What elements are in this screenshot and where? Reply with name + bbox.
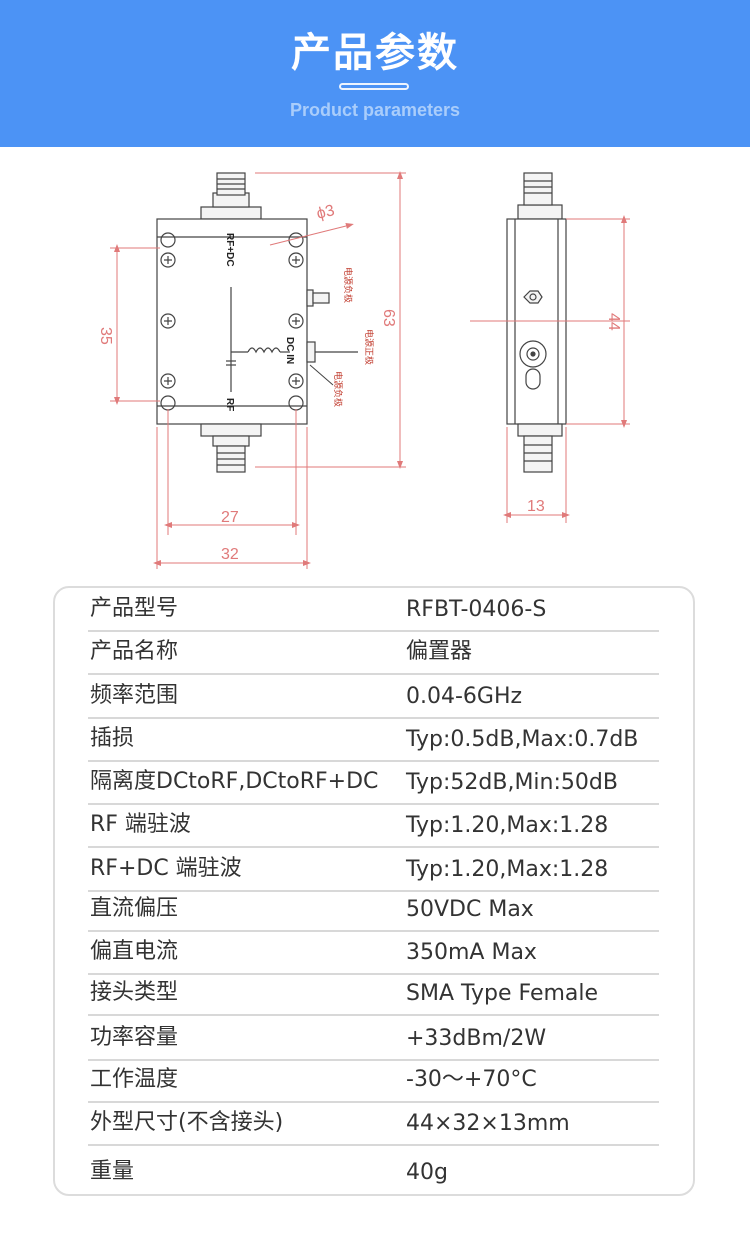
spec-value: Typ:1.20,Max:1.28 xyxy=(406,813,609,838)
spec-label: RF+DC 端驻波 xyxy=(90,856,242,881)
spec-table-frame xyxy=(53,586,695,1196)
spec-row: 产品名称 偏置器 xyxy=(88,632,659,675)
spec-value: Typ:0.5dB,Max:0.7dB xyxy=(406,727,639,752)
dim-63: 63 xyxy=(380,309,397,327)
dimension-drawing: RF+DC DC IN RF 电源负极 电源正极 电源负极 ϕ3 35 63 2… xyxy=(97,171,630,569)
spec-label: 隔离度DCtoRF,DCtoRF+DC xyxy=(90,769,379,794)
spec-row: 直流偏压 50VDC Max xyxy=(88,892,659,932)
spec-row: 功率容量 +33dBm/2W xyxy=(88,1016,659,1061)
spec-label: 频率范围 xyxy=(90,683,179,708)
spec-row: 频率范围 0.04-6GHz xyxy=(88,675,659,719)
dim-35: 35 xyxy=(97,327,114,345)
front-view xyxy=(156,172,358,473)
spec-row: 偏直电流 350mA Max xyxy=(88,932,659,975)
spec-value: 偏置器 xyxy=(406,639,473,664)
spec-label: 产品名称 xyxy=(90,639,179,664)
spec-row: RF+DC 端驻波 Typ:1.20,Max:1.28 xyxy=(88,848,659,892)
label-positive: 电源正极 xyxy=(363,329,375,365)
spec-value: RFBT-0406-S xyxy=(406,597,547,622)
spec-row: 重量 40g xyxy=(88,1146,659,1193)
label-rf: RF xyxy=(224,398,235,411)
label-rf-dc: RF+DC xyxy=(224,233,235,267)
spec-row: 产品型号 RFBT-0406-S xyxy=(88,590,659,632)
spec-value: +33dBm/2W xyxy=(406,1026,547,1051)
spec-value: 50VDC Max xyxy=(406,897,534,922)
spec-row: RF 端驻波 Typ:1.20,Max:1.28 xyxy=(88,805,659,848)
spec-value: -30～+70°C xyxy=(406,1067,537,1092)
spec-value: 0.04-6GHz xyxy=(406,684,523,709)
side-view xyxy=(506,172,567,473)
spec-label: RF 端驻波 xyxy=(90,812,191,837)
spec-label: 工作温度 xyxy=(90,1067,179,1092)
spec-row: 隔离度DCtoRF,DCtoRF+DC Typ:52dB,Min:50dB xyxy=(88,762,659,805)
spec-label: 插损 xyxy=(90,726,135,751)
spec-label: 偏直电流 xyxy=(90,939,179,964)
dim-44: 44 xyxy=(605,313,622,331)
dim-27: 27 xyxy=(221,509,239,526)
label-dc-in: DC IN xyxy=(284,337,295,364)
spec-value: 40g xyxy=(406,1160,448,1185)
spec-label: 接头类型 xyxy=(90,980,179,1005)
spec-row: 工作温度 -30～+70°C xyxy=(88,1061,659,1103)
spec-label: 重量 xyxy=(90,1159,135,1184)
dim-13: 13 xyxy=(527,498,545,515)
spec-value: 350mA Max xyxy=(406,940,537,965)
dim-32: 32 xyxy=(221,546,239,563)
spec-label: 产品型号 xyxy=(90,596,179,621)
spec-label: 直流偏压 xyxy=(90,896,179,921)
spec-row: 接头类型 SMA Type Female xyxy=(88,975,659,1016)
page-subtitle: Product parameters xyxy=(289,100,461,120)
spec-value: SMA Type Female xyxy=(406,981,599,1006)
spec-value: Typ:1.20,Max:1.28 xyxy=(406,857,609,882)
spec-label: 外型尺寸(不含接头) xyxy=(90,1110,284,1135)
spec-row: 外型尺寸(不含接头) 44×32×13mm xyxy=(88,1103,659,1146)
title-divider xyxy=(339,83,409,90)
spec-row: 插损 Typ:0.5dB,Max:0.7dB xyxy=(88,719,659,762)
label-negative-top: 电源负极 xyxy=(342,267,354,303)
spec-label: 功率容量 xyxy=(90,1025,179,1050)
dim-hole-diameter: ϕ3 xyxy=(315,202,337,223)
spec-value: Typ:52dB,Min:50dB xyxy=(406,770,618,795)
label-negative-bottom: 电源负极 xyxy=(332,371,344,407)
spec-value: 44×32×13mm xyxy=(406,1111,570,1136)
header-banner: 产品参数 Product parameters xyxy=(0,0,750,147)
page-title: 产品参数 xyxy=(291,30,459,76)
